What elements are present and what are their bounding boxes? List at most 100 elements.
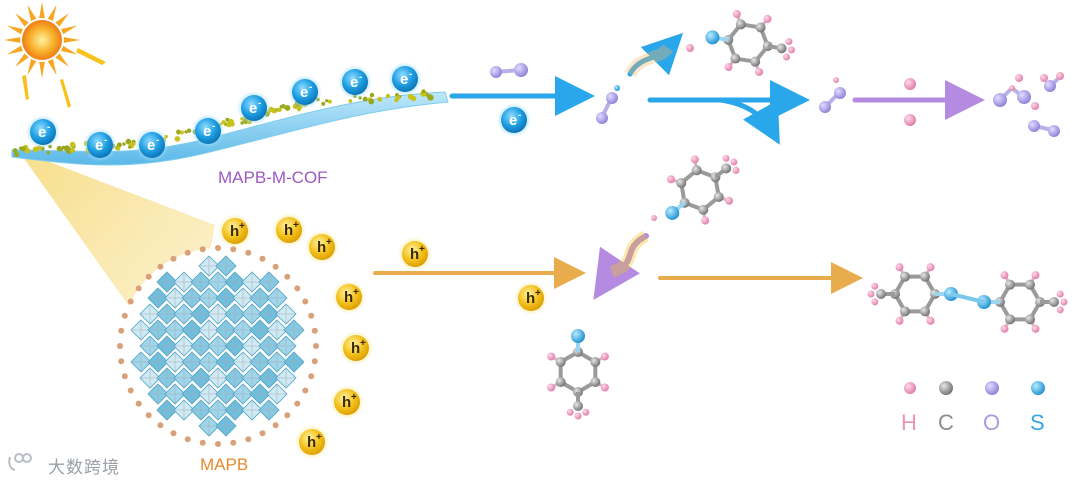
o-atom (514, 63, 528, 77)
charge-sign: - (47, 122, 50, 133)
arrow-radical-down (593, 233, 649, 300)
organic-cation-dot (230, 439, 237, 446)
h-atom (1040, 74, 1048, 82)
organic-cation-dot (313, 343, 319, 349)
legend-h: H (901, 410, 917, 435)
electron: e- (338, 65, 372, 99)
h-atom (833, 77, 839, 83)
o-atom (606, 92, 618, 104)
organic-cation-dot (308, 312, 315, 319)
o-atom (1017, 90, 1031, 104)
hole: h+ (332, 280, 366, 314)
electron-symbol: e (350, 74, 358, 91)
charge-sign: + (293, 220, 299, 231)
metal-site-dot (385, 93, 391, 99)
electron: e- (83, 128, 117, 162)
metal-site-dot (69, 141, 76, 148)
radical-dot (651, 215, 657, 221)
hole-symbol: h (230, 223, 239, 240)
charge-sign: + (535, 288, 541, 299)
legend-c-ball (939, 381, 953, 395)
hole-symbol: h (307, 434, 316, 451)
metal-site-dot (116, 142, 122, 148)
metal-site-dot (122, 142, 126, 146)
organic-cation-dot (157, 263, 164, 270)
organic-cation-dot (121, 312, 128, 319)
organic-cation-dot (135, 400, 142, 407)
metal-site-dot (368, 98, 375, 105)
metal-site-dot (14, 151, 20, 157)
legend-c: C (938, 410, 954, 435)
thiophenol-molecule-icon (665, 154, 740, 225)
charge-sign: - (156, 135, 159, 146)
electron-symbol: e (400, 71, 408, 88)
o-atom (993, 93, 1007, 107)
h-atom (904, 78, 916, 90)
o-atom (834, 87, 846, 99)
electron: e- (497, 103, 531, 137)
metal-site-dot (377, 96, 383, 102)
charge-sign: - (409, 69, 412, 80)
organic-cation-dot (284, 273, 291, 280)
metal-site-dot (70, 147, 76, 153)
charge-sign: - (518, 110, 521, 121)
hole-symbol: h (351, 340, 360, 357)
organic-cation-dot (308, 373, 315, 380)
holes: h+h+h+h+h+h+h+h+h+ (218, 213, 548, 459)
organic-cation-dot (245, 249, 252, 256)
metal-site-dot (19, 146, 23, 151)
sun-icon (4, 2, 80, 78)
h-atom (904, 114, 916, 126)
electrons: e-e-e-e-e-e-e-e-e- (26, 62, 531, 162)
hole: h+ (339, 331, 373, 365)
thiophenol-molecule-icon (547, 329, 609, 420)
organic-cation-dot (117, 343, 123, 349)
charge-sign: - (258, 98, 261, 109)
metal-site-dot (116, 146, 121, 151)
cof-label: MAPB-M-COF (218, 168, 328, 187)
hole: h+ (305, 230, 339, 264)
legend-balls (904, 381, 1045, 395)
organic-cation-dot (259, 430, 266, 437)
hole-symbol: h (526, 290, 535, 307)
hole: h+ (330, 385, 364, 419)
o-atom (819, 101, 831, 113)
mapb-label: MAPB (200, 455, 249, 474)
charge-sign: + (239, 221, 245, 232)
hole-symbol: h (317, 239, 326, 256)
thiophenol-molecule-icon (705, 10, 795, 76)
legend-h-ball (904, 382, 916, 394)
metal-site-dot (421, 89, 426, 94)
legend-o: O (983, 410, 1001, 435)
radical-dot (614, 85, 620, 91)
organic-cation-dot (127, 387, 134, 394)
metal-site-dot (12, 148, 18, 153)
organic-cation-dot (311, 358, 318, 365)
h-atom (1056, 72, 1064, 80)
organic-cation-dot (121, 373, 128, 380)
h-atom (1009, 85, 1015, 91)
organic-cation-dot (294, 285, 301, 292)
arrow-radical-up (627, 32, 684, 77)
metal-site-dot (277, 107, 282, 113)
disulfide-bond (950, 292, 985, 304)
disulfide-molecule-icon (867, 263, 958, 325)
hole-symbol: h (410, 246, 419, 263)
organic-cation-dot (294, 400, 301, 407)
reaction-arrows (373, 32, 985, 300)
hole-symbol: h (342, 394, 351, 411)
metal-site-dot (327, 99, 332, 104)
metal-site-dot (184, 130, 188, 134)
organic-cation-dot (184, 249, 191, 256)
light-ray-icon (22, 48, 106, 108)
organic-cation-dot (118, 358, 125, 365)
metal-site-dot (240, 121, 244, 125)
organic-cation-dot (157, 422, 164, 429)
organic-cation-dot (272, 422, 279, 429)
electron-symbol: e (147, 137, 155, 154)
arrow-branch (717, 97, 780, 145)
organic-cation-dot (170, 430, 177, 437)
metal-site-dot (186, 128, 192, 133)
electron: e- (237, 91, 271, 125)
hole-symbol: h (344, 289, 353, 306)
